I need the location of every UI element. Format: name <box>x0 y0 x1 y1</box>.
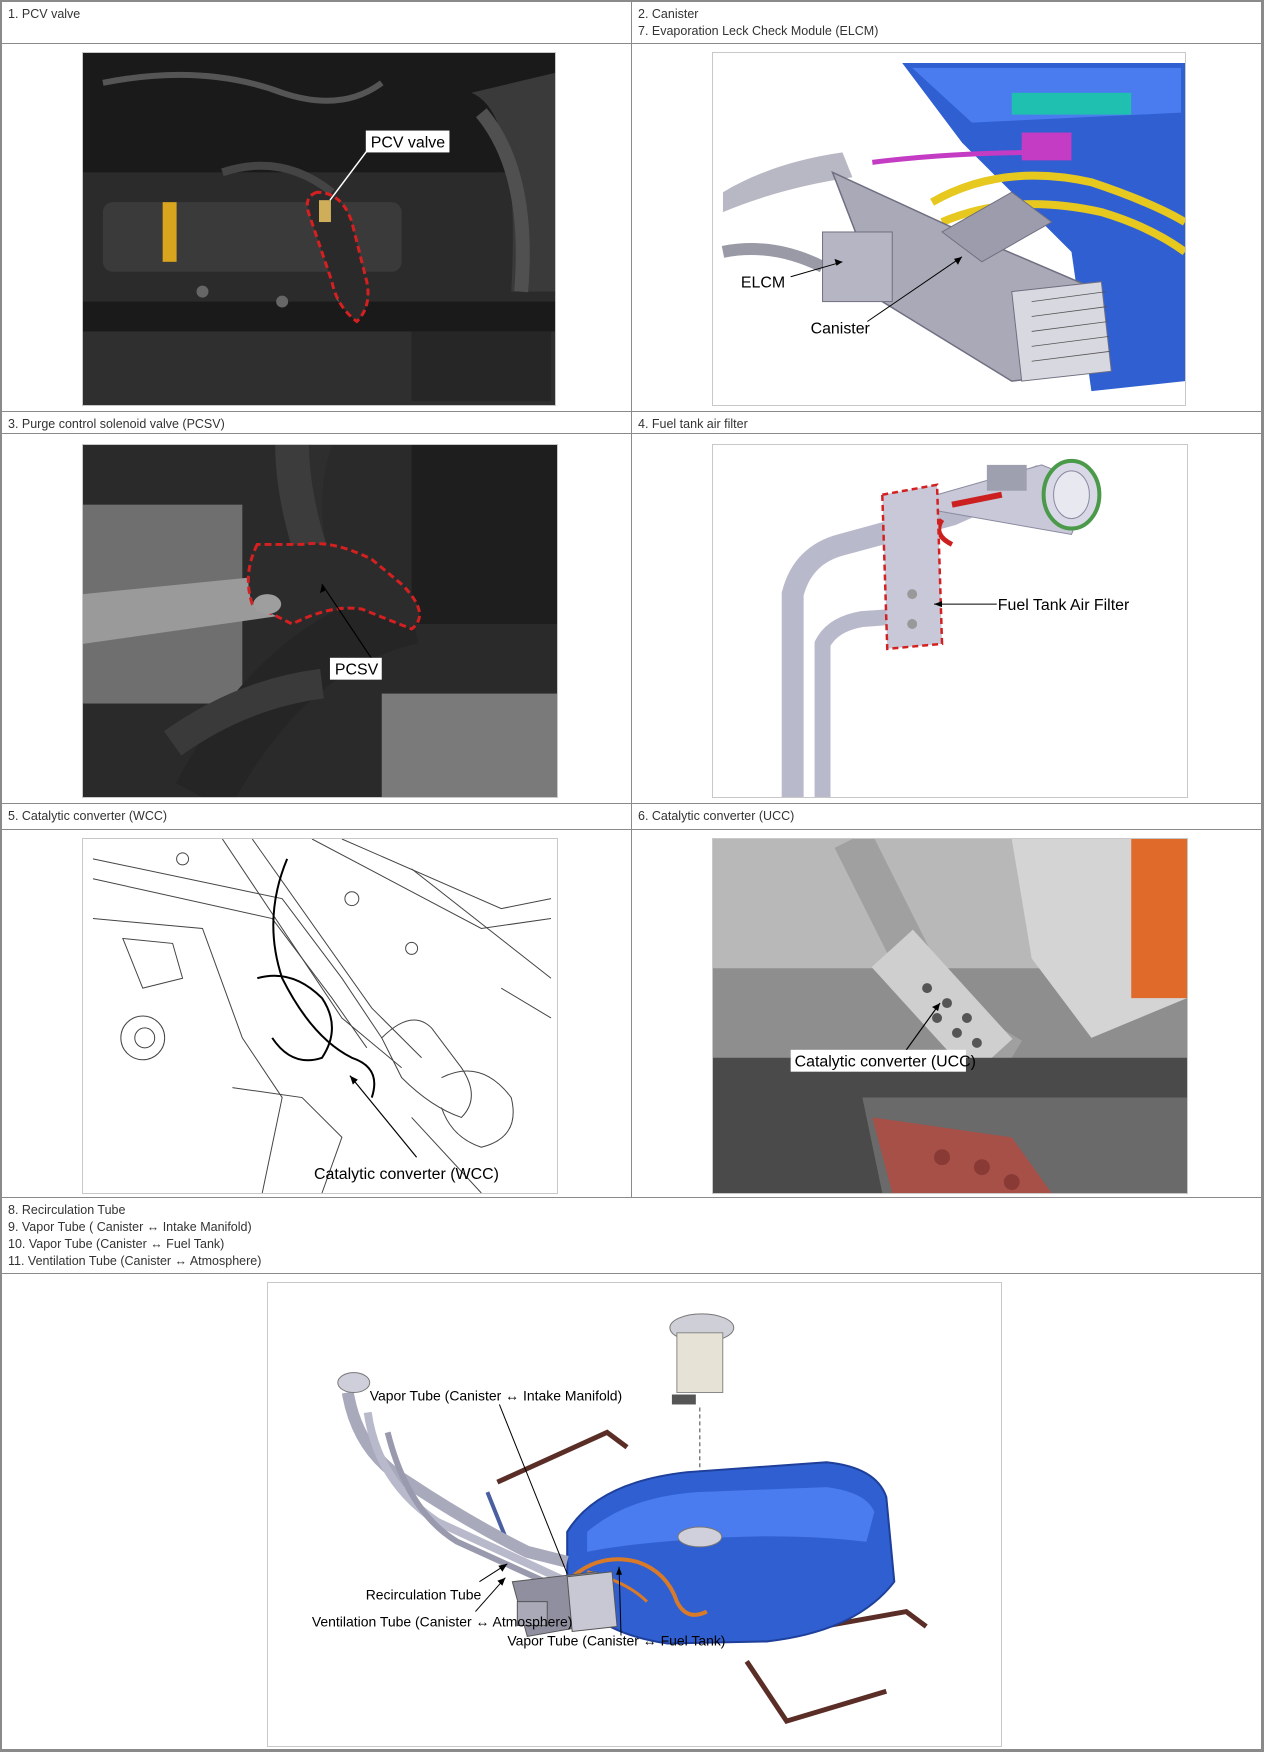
air-filter-diagram: Fuel Tank Air Filter <box>712 444 1188 798</box>
cell-canister-elcm: ELCM Canister <box>632 44 1262 412</box>
recirculation-tube-callout: Recirculation Tube <box>366 1587 482 1603</box>
caption-line: 6. Catalytic converter (UCC) <box>638 809 795 823</box>
caption-line: 7. Evaporation Leck Check Module (ELCM) <box>638 24 879 38</box>
canister-elcm-diagram: ELCM Canister <box>712 52 1186 406</box>
ucc-callout: Catalytic converter (UCC) <box>795 1054 976 1071</box>
cell-pcv: PCV valve <box>2 44 632 412</box>
wcc-callout: Catalytic converter (WCC) <box>314 1166 499 1183</box>
caption-air-filter: 4. Fuel tank air filter <box>632 412 1262 434</box>
ventilation-tube-callout: Ventilation Tube (Canister ↔ Atmosphere) <box>312 1614 573 1630</box>
pcsv-callout: PCSV <box>335 662 379 679</box>
caption-line: 3. Purge control solenoid valve (PCSV) <box>8 417 225 431</box>
caption-tubes: 8. Recirculation Tube 9. Vapor Tube ( Ca… <box>2 1198 1262 1274</box>
air-filter-callout: Fuel Tank Air Filter <box>998 597 1130 614</box>
caption-line: 10. Vapor Tube (Canister ↔ Fuel Tank) <box>8 1237 225 1251</box>
caption-pcsv: 3. Purge control solenoid valve (PCSV) <box>2 412 632 434</box>
vapor-tube-intake-callout: Vapor Tube (Canister ↔ Intake Manifold) <box>370 1388 622 1404</box>
pcsv-photo: PCSV <box>82 444 558 798</box>
cell-fuel-system: Vapor Tube (Canister ↔ Intake Manifold) … <box>2 1274 1262 1750</box>
cell-air-filter: Fuel Tank Air Filter <box>632 434 1262 804</box>
canister-callout: Canister <box>811 320 871 337</box>
caption-wcc: 5. Catalytic converter (WCC) <box>2 804 632 830</box>
elcm-callout: ELCM <box>741 275 785 292</box>
wcc-line-drawing: Catalytic converter (WCC) <box>82 838 558 1194</box>
caption-line: 5. Catalytic converter (WCC) <box>8 809 168 823</box>
cell-ucc: Catalytic converter (UCC) <box>632 830 1262 1198</box>
pcv-valve-callout: PCV valve <box>371 134 445 151</box>
vapor-tube-tank-callout: Vapor Tube (Canister ↔ Fuel Tank) <box>507 1632 725 1648</box>
caption-line: 2. Canister <box>638 7 699 21</box>
fuel-system-diagram: Vapor Tube (Canister ↔ Intake Manifold) … <box>267 1282 1002 1747</box>
cell-wcc: Catalytic converter (WCC) <box>2 830 632 1198</box>
cell-pcsv: PCSV <box>2 434 632 804</box>
caption-line: 8. Recirculation Tube <box>8 1203 126 1217</box>
caption-canister-elcm: 2. Canister 7. Evaporation Leck Check Mo… <box>632 2 1262 44</box>
caption-line: 9. Vapor Tube ( Canister ↔ Intake Manifo… <box>8 1220 252 1234</box>
caption-line: 4. Fuel tank air filter <box>638 417 748 431</box>
ucc-photo: Catalytic converter (UCC) <box>712 838 1188 1194</box>
caption-line: 1. PCV valve <box>8 7 81 21</box>
pcv-valve-photo: PCV valve <box>82 52 556 406</box>
caption-ucc: 6. Catalytic converter (UCC) <box>632 804 1262 830</box>
caption-line: 11. Ventilation Tube (Canister ↔ Atmosph… <box>8 1254 262 1268</box>
caption-pcv: 1. PCV valve <box>2 2 632 44</box>
